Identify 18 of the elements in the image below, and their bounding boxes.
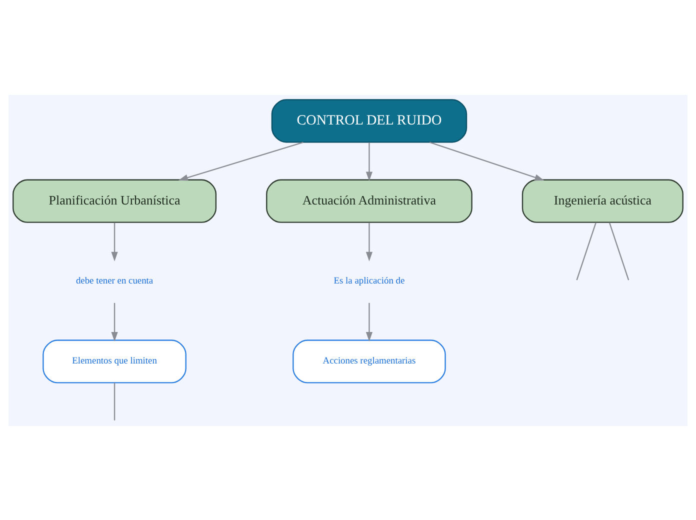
- connector: [576, 222, 596, 280]
- node-box: Elementos que limiten: [42, 339, 186, 383]
- node-box: CONTROL DEL RUIDO: [271, 98, 468, 142]
- node-box: Actuación Administrativa: [266, 178, 472, 222]
- arrow: [111, 222, 118, 261]
- arrow: [366, 222, 373, 261]
- arrow: [111, 302, 118, 342]
- connector: [608, 222, 630, 280]
- arrow: [178, 141, 304, 180]
- arrow: [366, 302, 373, 342]
- node-box: Acciones reglamentarias: [292, 339, 446, 383]
- connector: [114, 382, 116, 420]
- node-box: Planificación Urbanística: [12, 178, 217, 222]
- arrow: [429, 141, 544, 180]
- node-text: Es la aplicación de: [334, 276, 405, 286]
- arrow: [366, 142, 373, 181]
- node-text: debe tener en cuenta: [76, 276, 154, 286]
- node-box: Ingeniería acústica: [522, 178, 684, 222]
